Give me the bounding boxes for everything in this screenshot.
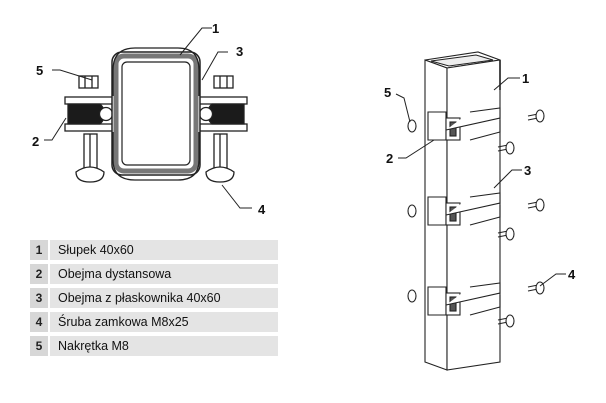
- callout-label: 2: [386, 151, 393, 166]
- legend-text: Nakrętka M8: [50, 336, 278, 356]
- legend-item: 3 Obejma z płaskownika 40x60: [30, 288, 278, 308]
- callout-label: 4: [568, 267, 576, 282]
- carriage-bolt: [75, 133, 235, 183]
- legend-item: 4 Śruba zamkowa M8x25: [30, 312, 278, 332]
- distance-clamp-plates: [64, 96, 248, 132]
- callouts-left: 1 3 5 2 4: [32, 21, 266, 217]
- legend-text: Śruba zamkowa M8x25: [50, 312, 278, 332]
- legend-text: Słupek 40x60: [50, 240, 278, 260]
- carriage-bolt-isometric: [497, 109, 545, 328]
- legend-item: 1 Słupek 40x60: [30, 240, 278, 260]
- callout-label: 1: [212, 21, 219, 36]
- cross-section-view: [44, 27, 252, 209]
- parts-legend: 1 Słupek 40x60 2 Obejma dystansowa 3 Obe…: [30, 240, 278, 360]
- clamp-assembly: [407, 282, 501, 316]
- legend-item: 5 Nakrętka M8: [30, 336, 278, 356]
- post-profile: [111, 51, 201, 176]
- legend-number: 5: [30, 336, 48, 356]
- callout-label: 5: [36, 63, 43, 78]
- callouts-right: 1 5 2 3 4: [384, 71, 576, 282]
- leader-lines-left: [44, 27, 252, 209]
- legend-number: 2: [30, 264, 48, 284]
- isometric-post-view: [395, 51, 566, 371]
- callout-label: 2: [32, 134, 39, 149]
- callout-label: 1: [522, 71, 529, 86]
- legend-number: 3: [30, 288, 48, 308]
- legend-text: Obejma z płaskownika 40x60: [50, 288, 278, 308]
- callout-label: 3: [524, 163, 531, 178]
- clamp-assembly: [407, 107, 501, 141]
- callout-label: 3: [236, 44, 243, 59]
- clamp-assembly: [407, 192, 501, 226]
- callout-label: 5: [384, 85, 391, 100]
- leader-lines-right: [395, 77, 566, 287]
- legend-text: Obejma dystansowa: [50, 264, 278, 284]
- callout-label: 4: [258, 202, 266, 217]
- legend-item: 2 Obejma dystansowa: [30, 264, 278, 284]
- flat-bar-clamp: [112, 47, 200, 96]
- legend-number: 4: [30, 312, 48, 332]
- legend-number: 1: [30, 240, 48, 260]
